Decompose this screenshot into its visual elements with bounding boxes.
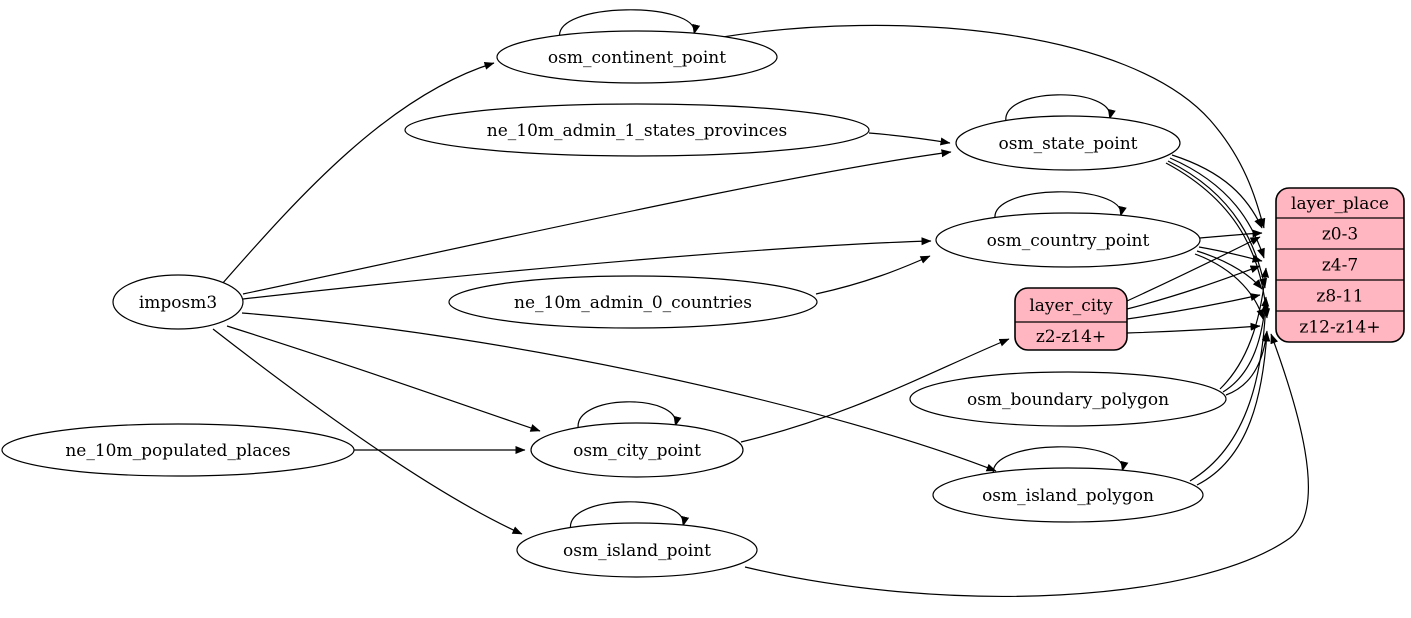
edge-ne_10m_admin_0_countries-to-osm_country_point: [815, 255, 931, 295]
edge-osm_country_point-to-layer_place-z4_7: [1198, 246, 1263, 263]
imposm3-shape: [112, 274, 244, 330]
edge-ne_10m_admin_1_states_provinces-to-osm_state_point: [868, 132, 951, 146]
edge-osm_island_point-to-layer_place-z12_14: [744, 333, 1309, 597]
ne_10m_admin_0_countries-shape: [448, 275, 818, 329]
edge-osm_country_point-to-layer_place-z0_3: [1199, 229, 1263, 239]
edge-layer_city-to-layer_place-z0_3: [1126, 236, 1261, 302]
osm_island_polygon-shape: [932, 467, 1204, 523]
layer_place-shape: [1275, 187, 1405, 343]
edge-layer_city-to-layer_place-z8_11: [1126, 293, 1261, 320]
ne_10m_admin_1_states_provinces-label: ne_10m_admin_1_states_provinces: [487, 121, 787, 141]
layer_place-row-z8_11: z8-11: [1316, 287, 1363, 307]
osm_country_point-label: osm_country_point: [987, 231, 1150, 251]
osm_continent_point-shape: [496, 30, 778, 84]
osm_continent_point-label: osm_continent_point: [548, 48, 726, 68]
osm_island_polygon-label: osm_island_polygon: [982, 486, 1154, 506]
edge-imposm3-to-osm_state_point: [242, 149, 952, 295]
osm_state_point-label: osm_state_point: [999, 134, 1138, 154]
edge-imposm3-to-osm_city_point: [226, 325, 541, 432]
node-osm_country_point: osm_country_point: [935, 212, 1201, 268]
layer_city-shape: [1014, 287, 1128, 351]
osm_city_point-shape: [530, 422, 744, 478]
self-loop-edge-osm_country_point: [994, 191, 1127, 222]
ne_10m_admin_0_countries-label: ne_10m_admin_0_countries: [514, 293, 752, 313]
layer_place-row-z12_14: z12-z14+: [1299, 318, 1380, 338]
layer_city-row-z2_14: z2-z14+: [1036, 327, 1106, 347]
edge-osm_city_point-to-layer_city-z2_14: [740, 338, 1010, 443]
node-osm_city_point: osm_city_point: [530, 422, 744, 478]
edge-imposm3-to-osm_country_point: [242, 237, 932, 300]
layer_place-row-z0_3: z0-3: [1322, 225, 1358, 245]
osm_island_point-label: osm_island_point: [563, 541, 711, 561]
edge-imposm3-to-osm_island_point: [212, 328, 523, 535]
edge-osm_country_point-to-layer_place-z8_11: [1196, 250, 1263, 290]
record-layer_place: layer_place z0-3 z4-7 z8-11 z12-z14+: [1275, 187, 1405, 343]
self-loop-edge-osm_continent_point: [559, 9, 701, 40]
node-osm_state_point: osm_state_point: [955, 115, 1181, 171]
imposm3-label: imposm3: [139, 293, 217, 313]
osm_boundary_polygon-shape: [909, 371, 1227, 427]
node-imposm3: imposm3: [112, 274, 244, 330]
self-loop-edge-osm_state_point: [1005, 94, 1116, 125]
edge-osm_island_polygon-to-layer_place-z8_11: [1189, 300, 1270, 482]
edge-layer_city-to-layer_place-z12_14: [1126, 322, 1261, 334]
osm_state_point-shape: [955, 115, 1181, 171]
edge-osm_continent_point-to-layer_place-z0_3: [715, 24, 1266, 229]
node-ne_10m_admin_1_states_provinces: ne_10m_admin_1_states_provinces: [404, 103, 870, 157]
osm_country_point-shape: [935, 212, 1201, 268]
layer_place-title: layer_place: [1291, 194, 1389, 214]
node-osm_island_point: osm_island_point: [516, 522, 758, 578]
record-layer_city: layer_city z2-z14+: [1014, 287, 1128, 351]
ne_10m_populated_places-label: ne_10m_populated_places: [65, 441, 290, 461]
node-ne_10m_admin_0_countries: ne_10m_admin_0_countries: [448, 275, 818, 329]
layer_city-title: layer_city: [1029, 296, 1113, 316]
node-ne_10m_populated_places: ne_10m_populated_places: [1, 423, 355, 477]
node-osm_island_polygon: osm_island_polygon: [932, 467, 1204, 523]
self-loop-edge-osm_island_point: [570, 501, 690, 532]
self-loop-edge-osm_city_point: [577, 401, 682, 432]
node-osm_boundary_polygon: osm_boundary_polygon: [909, 371, 1227, 427]
self-loop-edge-osm_island_polygon: [993, 446, 1129, 477]
edge-osm_country_point-to-layer_place-z12_14: [1194, 253, 1265, 320]
edge-imposm3-to-osm_island_polygon: [241, 312, 997, 472]
osm_island_point-shape: [516, 522, 758, 578]
osm_boundary_polygon-label: osm_boundary_polygon: [967, 390, 1169, 410]
edges-layer: [212, 9, 1309, 597]
ne_10m_populated_places-shape: [1, 423, 355, 477]
node-osm_continent_point: osm_continent_point: [496, 30, 778, 84]
edge-osm_island_polygon-to-layer_place-z12_14: [1196, 331, 1271, 486]
ne_10m_admin_1_states_provinces-shape: [404, 103, 870, 157]
edge-imposm3-to-osm_continent_point: [221, 61, 495, 285]
edge-layer_city-to-layer_place-z4_7: [1126, 265, 1261, 310]
edge-osm_state_point-to-layer_place-z0_3: [1171, 154, 1263, 229]
osm_city_point-label: osm_city_point: [573, 441, 701, 461]
edge-osm_state_point-to-layer_place-z4_7: [1169, 157, 1265, 259]
layer_place-row-z4_7: z4-7: [1322, 256, 1358, 276]
edge-osm_boundary_polygon-to-layer_place-z4_7: [1219, 267, 1270, 390]
